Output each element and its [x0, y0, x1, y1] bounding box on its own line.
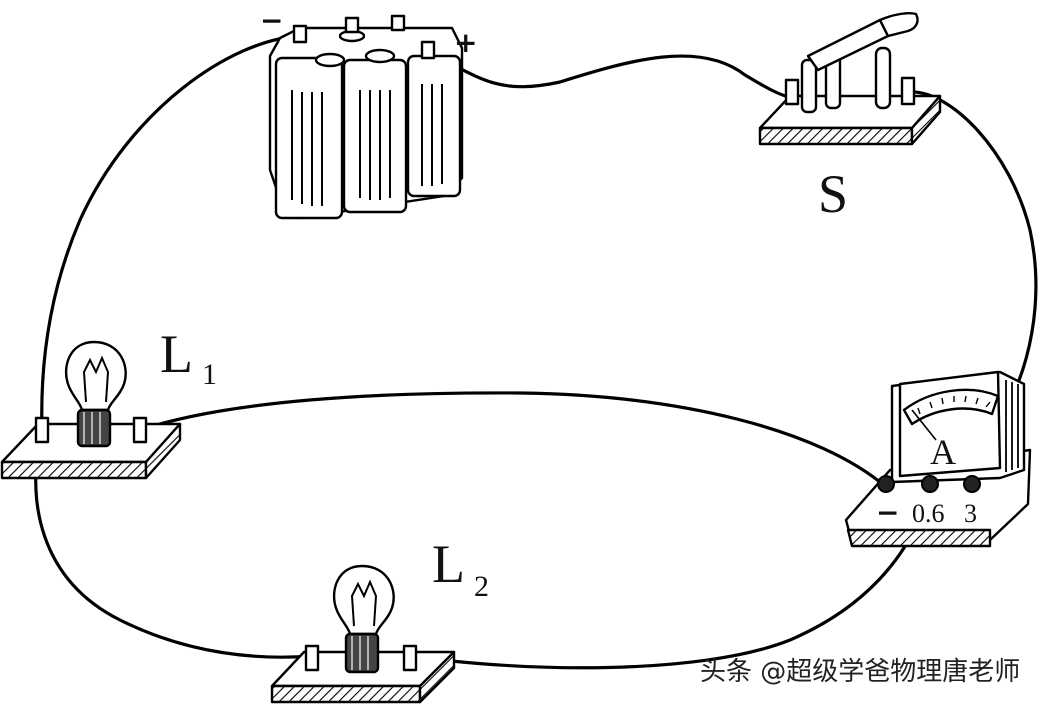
ammeter[interactable]: A − 0.6 3: [844, 370, 1032, 548]
ammeter-label: A: [930, 432, 956, 472]
wire-bulb1-to-ammeter: [138, 391, 888, 489]
wire-bulb2-to-ammeter: [410, 488, 932, 670]
ammeter-scale-0-6: 0.6: [912, 499, 945, 528]
knife-switch[interactable]: S: [758, 12, 942, 224]
ammeter-icon: [844, 370, 1032, 548]
wire-battery-to-switch: [426, 48, 794, 100]
battery-icon: [268, 14, 464, 220]
ammeter-negative-label: −: [876, 496, 899, 529]
battery-negative-label: −: [260, 4, 283, 37]
bulb-l1-subscript: 1: [202, 358, 217, 391]
ammeter-scale-3: 3: [964, 499, 977, 528]
wires: [34, 34, 1038, 670]
bulb-l1[interactable]: L 1: [0, 324, 217, 480]
watermark: 头条 @超级学爸物理唐老师: [700, 657, 1020, 687]
bulb-icon: [270, 564, 456, 704]
bulb-l1-label: L: [160, 324, 193, 384]
switch-label: S: [818, 164, 848, 224]
bulb-icon: [0, 340, 182, 480]
bulb-l2-subscript: 2: [474, 570, 489, 603]
wire-battery-to-bulb1: [40, 34, 302, 432]
battery-positive-label: +: [454, 26, 477, 59]
bulb-l2[interactable]: L 2: [270, 534, 489, 704]
wire-bulb1-to-bulb2: [34, 428, 314, 659]
bulb-l2-label: L: [432, 534, 465, 594]
battery[interactable]: − +: [260, 4, 477, 220]
knife-switch-icon: [758, 12, 942, 146]
